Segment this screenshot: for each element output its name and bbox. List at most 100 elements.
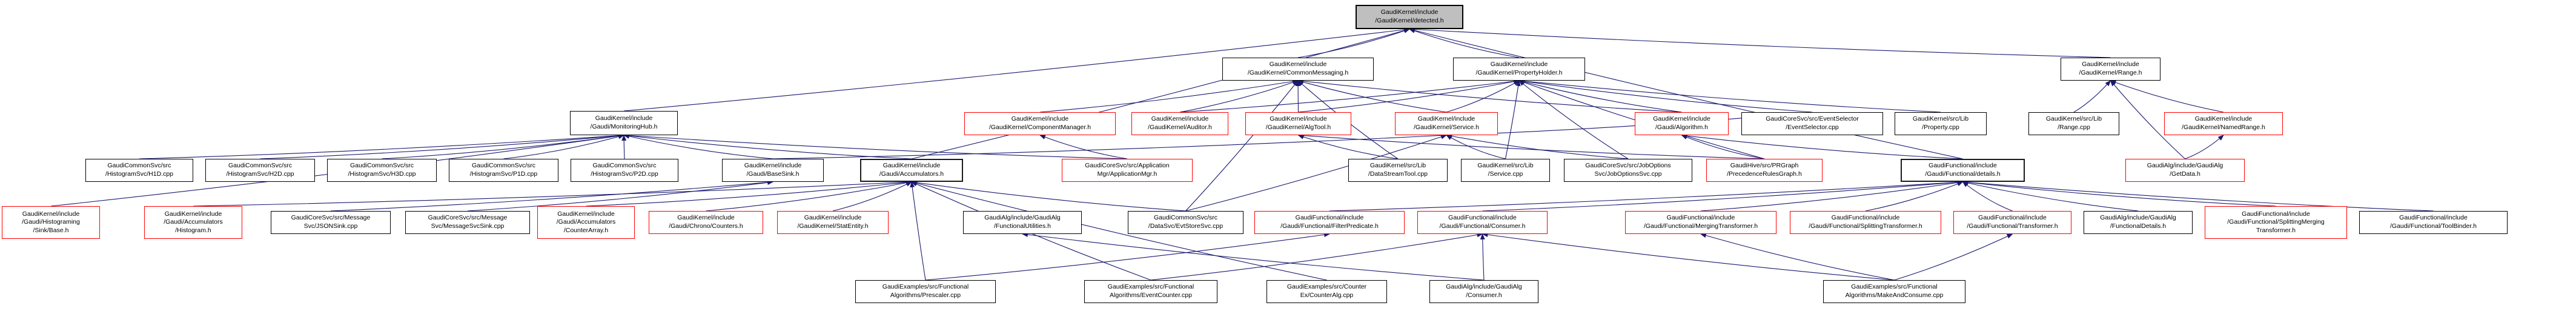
graph-node-event-counter[interactable]: GaudiExamples/src/Functional Algorithms/…	[1084, 280, 1217, 303]
edge-splitting_transformer-to-details	[1865, 181, 1964, 212]
edge-counter_array-to-accumulators	[586, 179, 912, 207]
graph-node-prgraph[interactable]: GaudiHive/src/PRGraph /PrecedenceRulesGr…	[1706, 159, 1823, 182]
graph-node-h2d[interactable]: GaudiCommonSvc/src /HistogramSvc/H2D.cpp	[205, 159, 315, 182]
graph-node-chrono-counters[interactable]: GaudiKernel/include /Gaudi/Chrono/Counte…	[649, 211, 763, 234]
edge-make_and_consume-to-consumer	[1482, 232, 1895, 281]
graph-node-messagesvcsink[interactable]: GaudiCoreSvc/src/Message Svc/MessageSvcS…	[405, 211, 530, 234]
graph-node-functional-utilities[interactable]: GaudiAlg/include/GaudiAlg /FunctionalUti…	[963, 211, 1082, 234]
graph-node-jsonsink[interactable]: GaudiCoreSvc/src/Message Svc/JSONSink.cp…	[271, 211, 391, 234]
graph-node-data-stream-tool[interactable]: GaudiKernel/src/Lib /DataStreamTool.cpp	[1348, 159, 1448, 182]
graph-node-h1d[interactable]: GaudiCommonSvc/src /HistogramSvc/H1D.cpp	[85, 159, 193, 182]
edge-make_and_consume-to-transformer	[1894, 233, 2013, 281]
graph-node-stat-entity[interactable]: GaudiKernel/include /GaudiKernel/StatEnt…	[777, 211, 889, 234]
graph-node-splitting-transformer[interactable]: GaudiFunctional/include /Gaudi/Functiona…	[1790, 211, 1941, 234]
edge-algtool-to-property_holder	[1298, 79, 1520, 113]
graph-node-service-h[interactable]: GaudiKernel/include /GaudiKernel/Service…	[1395, 112, 1498, 135]
graph-node-galg-consumer[interactable]: GaudiAlg/include/GaudiAlg /Consumer.h	[1429, 280, 1538, 303]
graph-node-acc-histogram[interactable]: GaudiKernel/include /Gaudi/Accumulators …	[144, 206, 242, 239]
edge-auditor-to-common_messaging	[1179, 80, 1299, 113]
edge-algtool-to-common_messaging	[1296, 80, 1301, 113]
edge-prgraph-to-algorithm_h	[1681, 135, 1765, 159]
graph-node-evtstore-svc[interactable]: GaudiCommonSvc/src /DataSvc/EvtStoreSvc.…	[1128, 211, 1243, 234]
graph-node-joboptions-svc[interactable]: GaudiCoreSvc/src/JobOptions Svc/JobOptio…	[1564, 159, 1692, 182]
graph-node-getdata[interactable]: GaudiAlg/include/GaudiAlg /GetData.h	[2125, 159, 2245, 182]
edge-range_h-to-detected	[1409, 27, 2111, 58]
graph-node-component-manager[interactable]: GaudiKernel/include /GaudiKernel/Compone…	[964, 112, 1116, 135]
edge-getdata-to-range_h	[2110, 80, 2185, 159]
edge-application_mgr-to-component_manager	[1039, 135, 1128, 159]
edge-acc_histogram-to-accumulators	[193, 179, 912, 207]
graph-node-prescaler[interactable]: GaudiExamples/src/Functional Algorithms/…	[855, 280, 996, 303]
edge-event_selector_cpp-to-property_holder	[1518, 79, 1813, 113]
graph-node-counter-array[interactable]: GaudiKernel/include /Gaudi/Accumulators …	[537, 206, 635, 239]
edge-prgraph-to-algtool	[1297, 133, 1765, 159]
graph-node-detected[interactable]: GaudiKernel/include /GaudiKernel/detecte…	[1356, 5, 1463, 29]
graph-node-tool-binder[interactable]: GaudiFunctional/include /Gaudi/Functiona…	[2359, 211, 2508, 234]
edge-joboptions_svc-to-property_holder	[1518, 80, 1629, 159]
graph-node-h3d[interactable]: GaudiCommonSvc/src /HistogramSvc/H3D.cpp	[327, 159, 437, 182]
graph-node-base-sink[interactable]: GaudiKernel/include /Gaudi/BaseSink.h	[722, 159, 824, 182]
edge-h1d-to-monitoring_hub	[139, 133, 624, 159]
edge-counter_alg-to-accumulators	[911, 181, 1327, 281]
edge-p1d-to-monitoring_hub	[503, 134, 624, 159]
edge-named_range-to-range_h	[2110, 80, 2224, 113]
edge-joboptions_svc-to-service_h	[1446, 133, 1629, 159]
graph-node-range-h[interactable]: GaudiKernel/include /GaudiKernel/Range.h	[2061, 58, 2160, 81]
edge-h2d-to-monitoring_hub	[260, 133, 624, 159]
graph-node-common-messaging[interactable]: GaudiKernel/include /GaudiKernel/CommonM…	[1222, 58, 1374, 81]
edge-make_and_consume-to-merging_transformer	[1700, 233, 1895, 281]
graph-node-splitting-merging[interactable]: GaudiFunctional/include /Gaudi/Functiona…	[2205, 206, 2347, 239]
graph-node-filter-predicate[interactable]: GaudiFunctional/include /Gaudi/Functiona…	[1254, 211, 1405, 234]
edge-details-to-algorithm_h	[1681, 133, 1963, 159]
graph-node-application-mgr[interactable]: GaudiCoreSvc/src/Application Mgr/Applica…	[1062, 159, 1193, 182]
edge-property_holder-to-detected	[1409, 28, 1520, 58]
edge-getdata-to-named_range	[2185, 135, 2224, 159]
graph-node-property-holder[interactable]: GaudiKernel/include /GaudiKernel/Propert…	[1453, 58, 1585, 81]
graph-node-range-cpp[interactable]: GaudiKernel/src/Lib /Range.cpp	[2028, 112, 2119, 135]
edge-property_cpp-to-property_holder	[1518, 78, 1941, 113]
edge-accumulators-to-monitoring_hub	[623, 133, 912, 159]
edge-stat_entity-to-accumulators	[832, 181, 912, 212]
graph-node-accumulators[interactable]: GaudiKernel/include /Gaudi/Accumulators.…	[860, 159, 963, 182]
graph-node-algorithm-h[interactable]: GaudiKernel/include /Gaudi/Algorithm.h	[1635, 112, 1729, 135]
edge-service_h-to-property_holder	[1446, 80, 1520, 113]
graph-node-make-and-consume[interactable]: GaudiExamples/src/Functional Algorithms/…	[1823, 280, 1965, 303]
graph-node-event-selector-cpp[interactable]: GaudiCoreSvc/src/EventSelector /EventSel…	[1741, 112, 1883, 135]
edge-tool_binder-to-details	[1962, 179, 2434, 212]
graph-node-consumer[interactable]: GaudiFunctional/include /Gaudi/Functiona…	[1417, 211, 1548, 234]
graph-node-p1d[interactable]: GaudiCommonSvc/src /HistogramSvc/P1D.cpp	[449, 159, 558, 182]
edge-details-to-detected	[1409, 28, 1963, 159]
graph-node-algtool[interactable]: GaudiKernel/include /GaudiKernel/AlgTool…	[1245, 112, 1351, 135]
graph-node-details[interactable]: GaudiFunctional/include /Gaudi/Functiona…	[1901, 159, 2025, 182]
graph-node-named-range[interactable]: GaudiKernel/include /GaudiKernel/NamedRa…	[2164, 112, 2283, 135]
graph-node-merging-transformer[interactable]: GaudiFunctional/include /Gaudi/Functiona…	[1625, 211, 1776, 234]
graph-node-p2d[interactable]: GaudiCommonSvc/src /HistogramSvc/P2D.cpp	[571, 159, 678, 182]
graph-node-monitoring-hub[interactable]: GaudiKernel/include /Gaudi/MonitoringHub…	[570, 111, 678, 135]
edge-application_mgr-to-monitoring_hub	[623, 133, 1128, 159]
edge-messagesvcsink-to-base_sink	[467, 180, 773, 212]
graph-node-counter-alg[interactable]: GaudiExamples/src/Counter Ex/CounterAlg.…	[1266, 280, 1387, 303]
edge-algorithm_h-to-property_holder	[1518, 79, 1682, 113]
edge-consumer-to-details	[1482, 179, 1964, 212]
edge-range_cpp-to-range_h	[2073, 80, 2111, 113]
edge-galg_consumer-to-consumer	[1480, 233, 1485, 281]
edge-monitoring_hub-to-detected	[623, 27, 1410, 112]
graph-node-transformer[interactable]: GaudiFunctional/include /Gaudi/Functiona…	[1953, 211, 2071, 234]
edge-splitting_merging-to-details	[1962, 180, 2276, 207]
edge-functional_details-to-details	[1962, 181, 2139, 212]
graph-node-service-cpp[interactable]: GaudiKernel/src/Lib /Service.cpp	[1461, 159, 1550, 182]
include-edges	[50, 27, 2434, 281]
edge-prescaler-to-accumulators	[910, 181, 926, 281]
edge-accumulators-to-detected	[911, 28, 1410, 159]
graph-node-auditor[interactable]: GaudiKernel/include /GaudiKernel/Auditor…	[1131, 112, 1228, 135]
edge-jsonsink-to-base_sink	[330, 179, 773, 212]
edge-galg_consumer-to-functional_utilities	[1022, 232, 1485, 281]
graph-node-hist-sink-base[interactable]: GaudiKernel/include /Gaudi/Histograming …	[2, 206, 100, 239]
graph-node-functional-details[interactable]: GaudiAlg/include/GaudiAlg /FunctionalDet…	[2084, 211, 2193, 234]
edge-service_cpp-to-service_h	[1446, 135, 1506, 159]
graph-node-property-cpp[interactable]: GaudiKernel/src/Lib /Property.cpp	[1895, 112, 1987, 135]
edge-merging_transformer-to-details	[1700, 180, 1964, 212]
edge-component_manager-to-common_messaging	[1039, 79, 1299, 113]
